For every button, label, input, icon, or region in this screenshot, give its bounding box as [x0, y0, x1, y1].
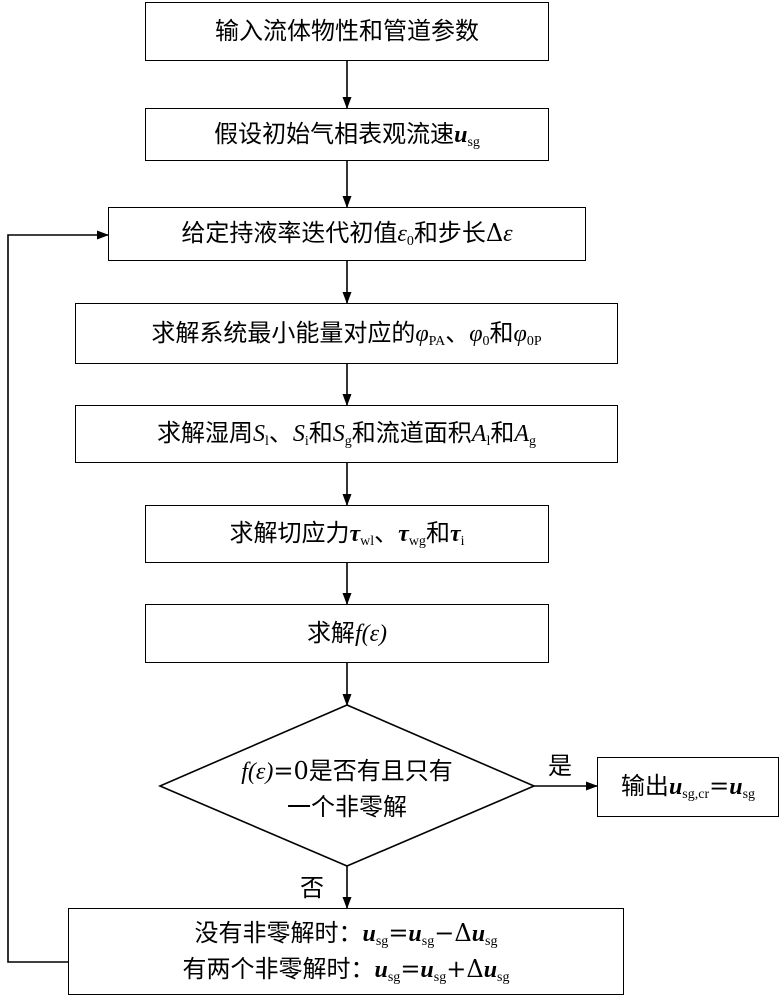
update-line-two-roots: 有两个非零解时：usg=usg+Δusg — [182, 954, 510, 985]
yes-label: 是 — [548, 752, 572, 780]
decision-line-2: 一个非零解 — [287, 792, 407, 821]
node-input-parameters: 输入流体物性和管道参数 — [145, 2, 549, 61]
loop-back-arrow — [7, 230, 109, 963]
node-solve-f: 求解f(ε) — [145, 604, 549, 663]
node-wetted-perimeter: 求解湿周Sl、Si和Sg和流道面积Al和Ag — [75, 405, 618, 463]
node-output-text: 输出usg,cr=usg — [620, 772, 756, 803]
decision-text: f(ε)=0是否有且只有 一个非零解 — [197, 754, 497, 825]
node-shear-stress-text: 求解切应力τwl、τwg和τi — [229, 519, 465, 550]
decision-diamond — [157, 704, 537, 867]
node-solve-f-text: 求解f(ε) — [306, 618, 388, 647]
update-line-no-root: 没有非零解时：usg=usg−Δusg — [194, 918, 498, 949]
node-assume-initial-velocity-text: 假设初始气相表观流速usg — [214, 119, 480, 150]
node-assume-initial-velocity: 假设初始气相表观流速usg — [145, 108, 549, 161]
node-update-velocity-text: 没有非零解时：usg=usg−Δusg 有两个非零解时：usg=usg+Δusg — [183, 916, 510, 988]
node-minimum-energy: 求解系统最小能量对应的φPA、φ0和φ0P — [75, 303, 618, 364]
node-iteration-initial-value-text: 给定持液率迭代初值ε0和步长Δε — [181, 219, 513, 250]
node-minimum-energy-text: 求解系统最小能量对应的φPA、φ0和φ0P — [151, 318, 542, 349]
node-wetted-perimeter-text: 求解湿周Sl、Si和Sg和流道面积Al和Ag — [156, 419, 536, 450]
node-output: 输出usg,cr=usg — [597, 757, 779, 817]
node-update-velocity: 没有非零解时：usg=usg−Δusg 有两个非零解时：usg=usg+Δusg — [68, 908, 624, 995]
decision-line-1: f(ε)=0是否有且只有 — [241, 757, 453, 785]
node-shear-stress: 求解切应力τwl、τwg和τi — [145, 505, 549, 563]
node-input-parameters-text: 输入流体物性和管道参数 — [215, 17, 479, 46]
node-iteration-initial-value: 给定持液率迭代初值ε0和步长Δε — [108, 207, 586, 261]
no-label: 否 — [300, 874, 324, 902]
